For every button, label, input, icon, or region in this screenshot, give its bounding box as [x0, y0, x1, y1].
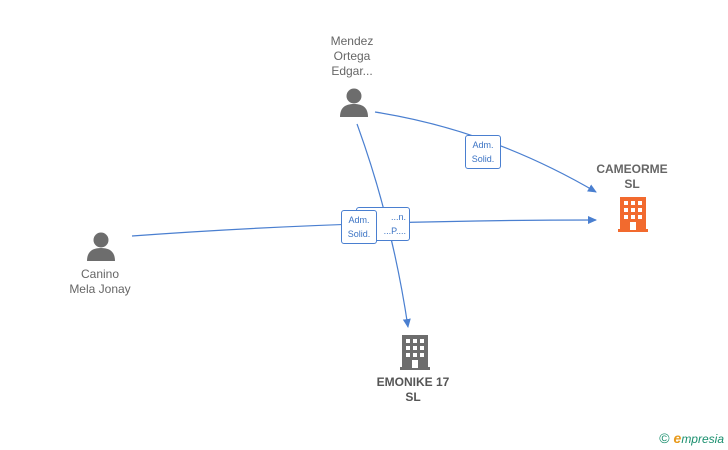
edge-role-box-canino-cameorme[interactable]: Adm. Solid. [341, 210, 377, 244]
edge-role-box-mendez-cameorme[interactable]: Adm. Solid. [465, 135, 501, 169]
company-label-cameorme[interactable]: CAMEORME SL [596, 162, 668, 191]
building-icon[interactable] [400, 335, 430, 370]
edge-role-line: Adm. [472, 140, 494, 150]
copyright-icon: © [659, 430, 670, 446]
edge-role-line: Solid. [347, 229, 371, 239]
person-label-mendez[interactable]: Mendez Ortega Edgar... [330, 34, 374, 78]
person-icon[interactable] [340, 88, 368, 118]
edge-role-line: ...n. [390, 212, 406, 222]
person-label-canino[interactable]: Canino Mela Jonay [69, 267, 131, 296]
brand-logo: empresia [673, 430, 724, 446]
edge-role-line: Adm. [348, 215, 370, 225]
empresia-watermark: © empresia [659, 430, 724, 446]
edge-role-line: ...P.... [383, 226, 406, 236]
person-icon[interactable] [87, 232, 115, 262]
edge-role-line: Solid. [471, 154, 495, 164]
company-label-emonike[interactable]: EMONIKE 17 SL [376, 375, 450, 404]
building-icon[interactable] [618, 197, 648, 232]
